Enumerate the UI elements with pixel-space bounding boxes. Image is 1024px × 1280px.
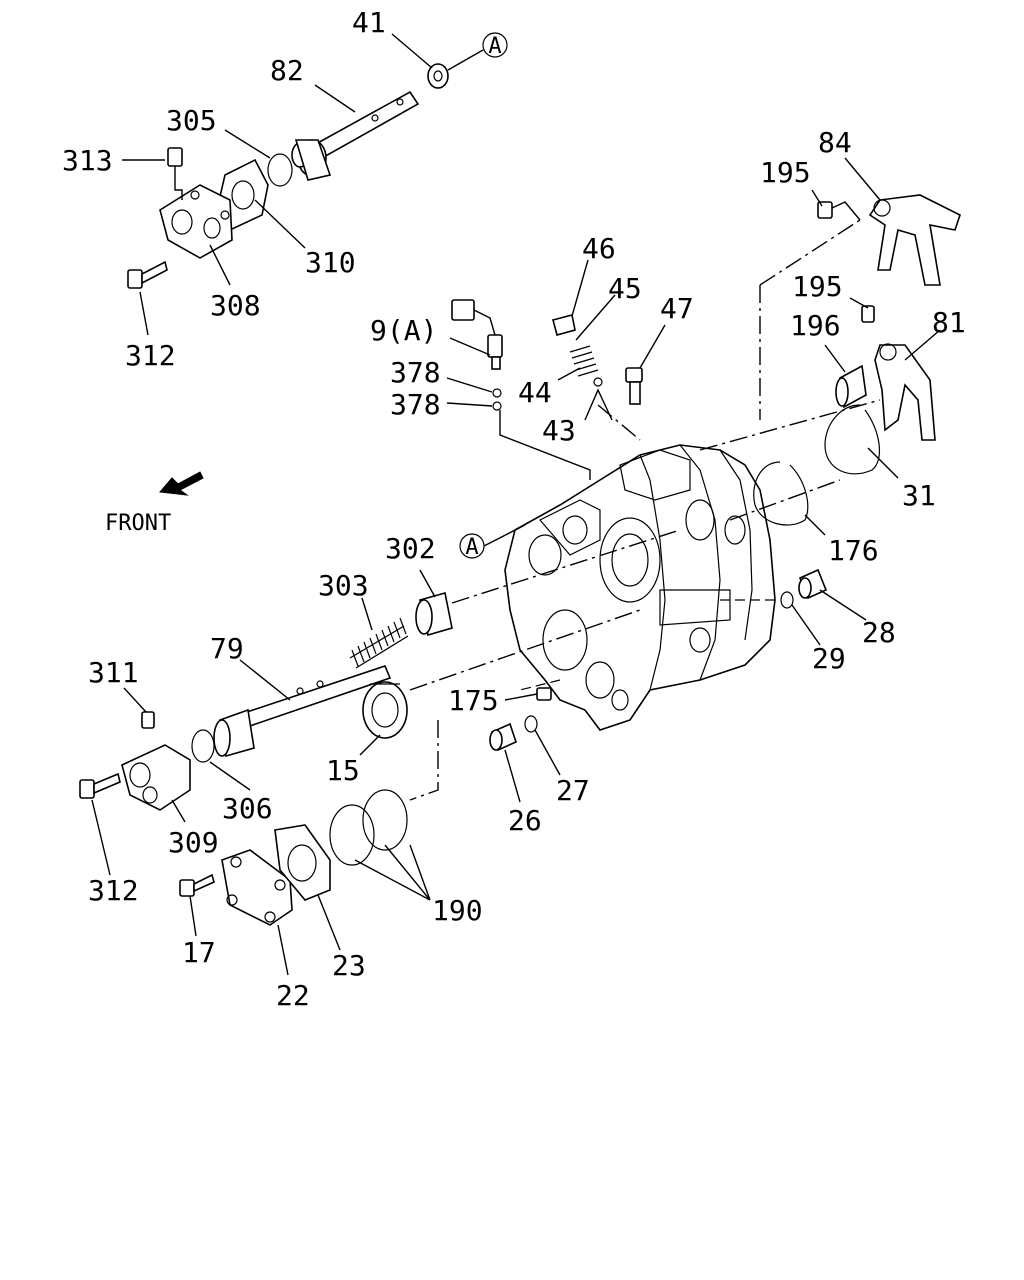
washer-41 — [427, 63, 449, 89]
front-arrow-icon — [159, 471, 204, 496]
callout-26: 26 — [508, 804, 542, 837]
gasket-23 — [274, 824, 331, 901]
callout-9a: 9(A) — [370, 314, 437, 347]
callout-41: 41 — [352, 6, 386, 39]
callout-313: 313 — [62, 144, 113, 177]
callout-46: 46 — [582, 232, 616, 265]
o-ring-306 — [191, 729, 215, 763]
callout-306: 306 — [222, 792, 273, 825]
shaft-79 — [213, 665, 392, 758]
bolt-195-top — [817, 201, 861, 221]
callout-195-top: 195 — [760, 156, 811, 189]
ref-mark-a-top: A — [447, 32, 508, 71]
plug-46 — [552, 314, 576, 336]
o-ring-305 — [267, 153, 293, 187]
ball-378-b — [492, 401, 502, 411]
callout-378-b: 378 — [390, 388, 441, 421]
o-ring-27 — [524, 715, 538, 733]
ball-43 — [593, 377, 603, 387]
seal-15 — [362, 681, 408, 739]
assembly-axis-lines — [409, 219, 881, 801]
snap-ring-31 — [824, 404, 880, 475]
piston-302 — [415, 591, 453, 637]
bolt-175 — [536, 687, 552, 701]
callout-175: 175 — [448, 684, 499, 717]
sleeve-196 — [835, 364, 867, 409]
leader-lines — [91, 33, 941, 976]
ref-mark-a-mid: A — [459, 524, 526, 560]
callout-305: 305 — [166, 104, 217, 137]
callout-44: 44 — [518, 376, 552, 409]
callout-311: 311 — [88, 656, 139, 689]
plug-28 — [798, 568, 828, 600]
shift-shaft-82 — [291, 90, 420, 181]
callout-308: 308 — [210, 289, 261, 322]
transmission-case — [504, 444, 776, 731]
callout-303: 303 — [318, 569, 369, 602]
callout-190: 190 — [432, 894, 483, 927]
callout-312-top: 312 — [125, 339, 176, 372]
callout-312-bottom: 312 — [88, 874, 139, 907]
callout-378-a: 378 — [390, 356, 441, 389]
callout-196: 196 — [790, 309, 841, 342]
plug-313 — [167, 147, 183, 200]
callout-195-mid: 195 — [792, 270, 843, 303]
callout-22: 22 — [276, 979, 310, 1012]
callout-28: 28 — [862, 616, 896, 649]
plug-26 — [489, 722, 517, 752]
callout-27: 27 — [556, 774, 590, 807]
callout-309: 309 — [168, 826, 219, 859]
callout-302: 302 — [385, 532, 436, 565]
callout-17: 17 — [182, 936, 216, 969]
callout-43: 43 — [542, 414, 576, 447]
ref-mark-a-top-label: A — [488, 34, 501, 59]
callout-23: 23 — [332, 949, 366, 982]
o-ring-29 — [780, 591, 794, 609]
bolt-312-top — [127, 260, 168, 289]
ref-mark-a-mid-label: A — [465, 535, 478, 560]
bolt-17 — [179, 873, 215, 897]
callout-29: 29 — [812, 642, 846, 675]
callout-15: 15 — [326, 754, 360, 787]
callout-79: 79 — [210, 632, 244, 665]
spring-303 — [349, 617, 409, 669]
callout-labels: 41 82 305 313 310 308 312 84 195 195 196… — [62, 6, 966, 1012]
switch-9a — [451, 299, 503, 370]
callout-84: 84 — [818, 126, 852, 159]
o-rings-190 — [329, 789, 408, 866]
callout-47: 47 — [660, 292, 694, 325]
plug-311 — [141, 711, 155, 729]
callout-31: 31 — [902, 479, 936, 512]
snap-ring-176 — [753, 461, 809, 526]
callout-82: 82 — [270, 54, 304, 87]
bolt-195-mid — [861, 305, 875, 323]
callout-45: 45 — [608, 272, 642, 305]
shift-fork-84 — [868, 194, 961, 286]
callout-310: 310 — [305, 246, 356, 279]
front-label: FRONT — [105, 511, 171, 536]
ball-378-a — [492, 388, 502, 398]
spring-44 — [569, 345, 599, 377]
bolt-312-bottom — [79, 772, 121, 799]
bolt-47 — [625, 367, 643, 405]
callout-176: 176 — [828, 534, 879, 567]
cover-22 — [221, 849, 293, 926]
housing-308 — [159, 184, 233, 259]
housing-309 — [121, 744, 191, 811]
callout-81: 81 — [932, 306, 966, 339]
shift-fork-81 — [874, 343, 936, 441]
